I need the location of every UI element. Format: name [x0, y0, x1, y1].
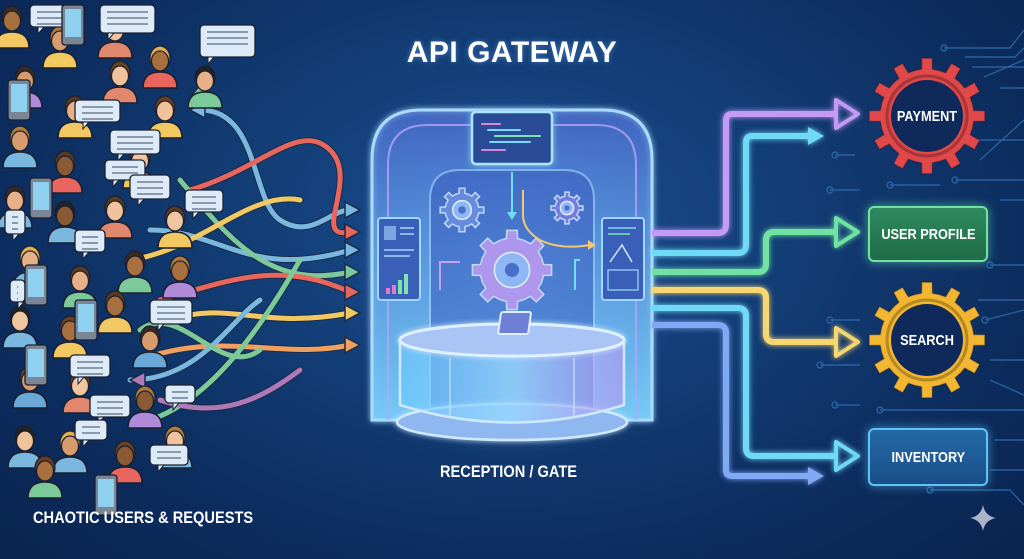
- person-icon: [52, 430, 88, 474]
- person-icon: [102, 60, 138, 104]
- smartphone-icon: [7, 79, 31, 121]
- route-payment: [652, 111, 838, 236]
- speech-bubble-icon: [69, 354, 111, 386]
- speech-bubble-icon: [74, 419, 108, 449]
- reception-desk: [395, 311, 629, 442]
- route-blue-lower: [652, 322, 810, 479]
- crowd: [0, 4, 256, 516]
- speech-bubble-icon: [99, 4, 156, 42]
- arrow-red-1: [187, 138, 353, 236]
- gateway-arch: [352, 100, 672, 460]
- circuit-traces: [816, 29, 1024, 506]
- person-icon: [117, 250, 153, 294]
- arrow-purple-1: [157, 367, 303, 411]
- smartphone-icon: [24, 264, 48, 306]
- route-inventory: [652, 305, 838, 459]
- service-payment-label: PAYMENT: [896, 108, 958, 125]
- service-inventory-label: INVENTORY: [891, 448, 965, 466]
- code-screen: [470, 110, 554, 166]
- person-icon: [2, 305, 38, 349]
- person-icon: [47, 150, 83, 194]
- person-icon: [132, 325, 168, 369]
- speech-bubble-icon: [129, 174, 171, 208]
- sparkle-icon: [970, 505, 996, 531]
- smartphone-icon: [24, 344, 48, 386]
- speech-bubble-icon: [164, 384, 196, 412]
- speech-bubble-icon: [74, 229, 106, 261]
- arrow-yellow-2: [127, 196, 303, 263]
- person-icon: [2, 125, 38, 169]
- speech-bubble-icon: [9, 279, 26, 311]
- gear-icon: [868, 281, 986, 399]
- smartphone-icon: [61, 4, 85, 46]
- arrow-orange-1: [137, 342, 353, 363]
- person-icon: [62, 265, 98, 309]
- speech-bubble-icon: [4, 209, 26, 243]
- route-user-profile: [652, 229, 838, 275]
- arrow-blue-1: [192, 107, 353, 230]
- routing-arrows: [652, 98, 860, 485]
- route-cyan-upper: [652, 133, 810, 256]
- speech-bubble-icon: [149, 444, 189, 474]
- speech-bubble-icon: [149, 299, 193, 333]
- speech-bubble-icon: [74, 99, 121, 131]
- service-payment: PAYMENT: [867, 58, 987, 178]
- diagram-title: API GATEWAY: [406, 36, 618, 69]
- dashboard-panel-right: [601, 217, 645, 301]
- smartphone-icon: [74, 299, 98, 341]
- gear-icon: [868, 57, 986, 175]
- person-icon: [127, 385, 163, 429]
- smartphone-icon: [29, 177, 53, 219]
- speech-bubble-icon: [199, 24, 256, 66]
- person-icon: [7, 425, 43, 469]
- speech-bubble-icon: [184, 189, 224, 221]
- person-icon: [47, 200, 83, 244]
- smartphone-icon: [94, 474, 118, 516]
- service-search-label: SEARCH: [900, 332, 954, 349]
- route-search: [652, 287, 838, 345]
- person-icon: [162, 255, 198, 299]
- person-icon: [147, 95, 183, 139]
- person-icon: [187, 65, 223, 109]
- arrow-green-2: [147, 257, 303, 423]
- service-user-profile-label: USER PROFILE: [880, 225, 976, 243]
- caption-reception-gate: RECEPTION / GATE: [440, 462, 578, 481]
- service-user-profile: USER PROFILE: [868, 206, 988, 262]
- person-icon: [142, 45, 178, 89]
- gear-icon: [439, 187, 584, 311]
- person-icon: [97, 195, 133, 239]
- person-icon: [0, 5, 30, 49]
- speech-bubble-icon: [109, 129, 161, 163]
- person-icon: [157, 205, 193, 249]
- service-inventory: INVENTORY: [868, 428, 988, 486]
- caption-chaotic-users: CHAOTIC USERS & REQUESTS: [33, 508, 254, 527]
- person-icon: [97, 290, 133, 334]
- service-search: SEARCH: [867, 282, 987, 402]
- person-icon: [27, 455, 63, 499]
- service-gears: [868, 57, 986, 399]
- speech-bubble-icon: [89, 394, 131, 426]
